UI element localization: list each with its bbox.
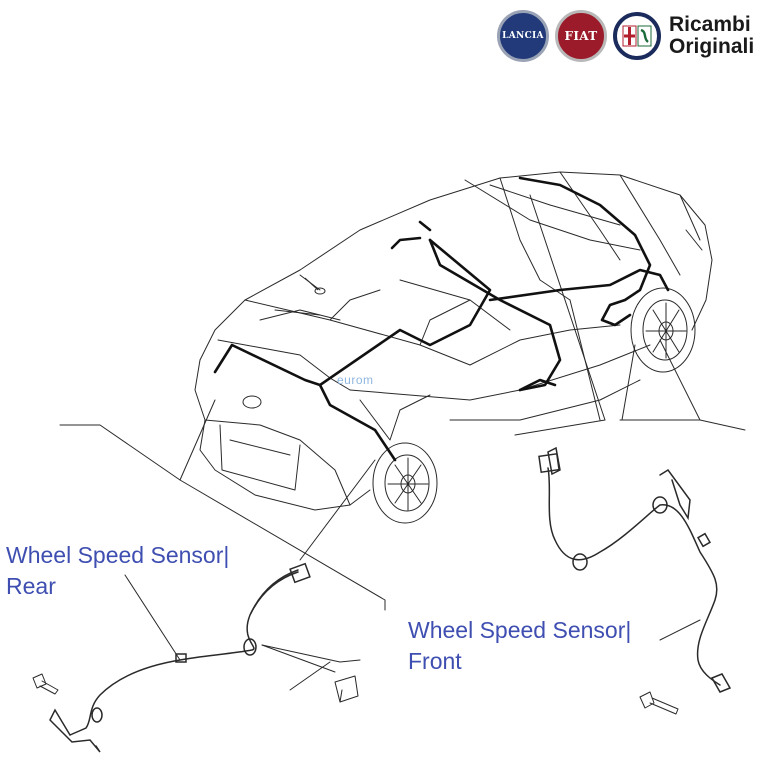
brand-header: LANCIA FIAT Ricambi Originali bbox=[497, 8, 754, 64]
bolts bbox=[32, 673, 679, 715]
roof-antenna bbox=[304, 277, 326, 295]
front-sensor-label: Wheel Speed Sensor| Front bbox=[408, 615, 631, 677]
brand-line-1: Ricambi bbox=[669, 13, 751, 36]
front-label-line-2: Front bbox=[408, 648, 462, 674]
rear-sensor-label: Wheel Speed Sensor| Rear bbox=[6, 540, 229, 602]
rear-label-line-1: Wheel Speed Sensor| bbox=[6, 542, 230, 568]
callout-lines bbox=[59, 194, 746, 691]
front-sensor bbox=[538, 446, 732, 693]
brand-line-2: Originali bbox=[669, 35, 755, 58]
wiring-harness bbox=[213, 176, 670, 462]
alfa-romeo-logo bbox=[613, 12, 661, 60]
rear-sensor bbox=[49, 562, 311, 753]
brand-title: Ricambi Originali bbox=[669, 14, 754, 58]
rear-label-line-2: Rear bbox=[6, 573, 56, 599]
alfa-romeo-emblem bbox=[622, 25, 652, 47]
watermark: eurom bbox=[337, 373, 374, 387]
car-body-outline bbox=[194, 171, 713, 511]
mount-bracket bbox=[334, 675, 359, 703]
front-label-line-1: Wheel Speed Sensor| bbox=[408, 617, 632, 643]
fiat-logo: FIAT bbox=[555, 10, 607, 62]
rear-wheel bbox=[372, 442, 438, 524]
front-wheel bbox=[630, 287, 696, 373]
lancia-logo: LANCIA bbox=[497, 10, 549, 62]
